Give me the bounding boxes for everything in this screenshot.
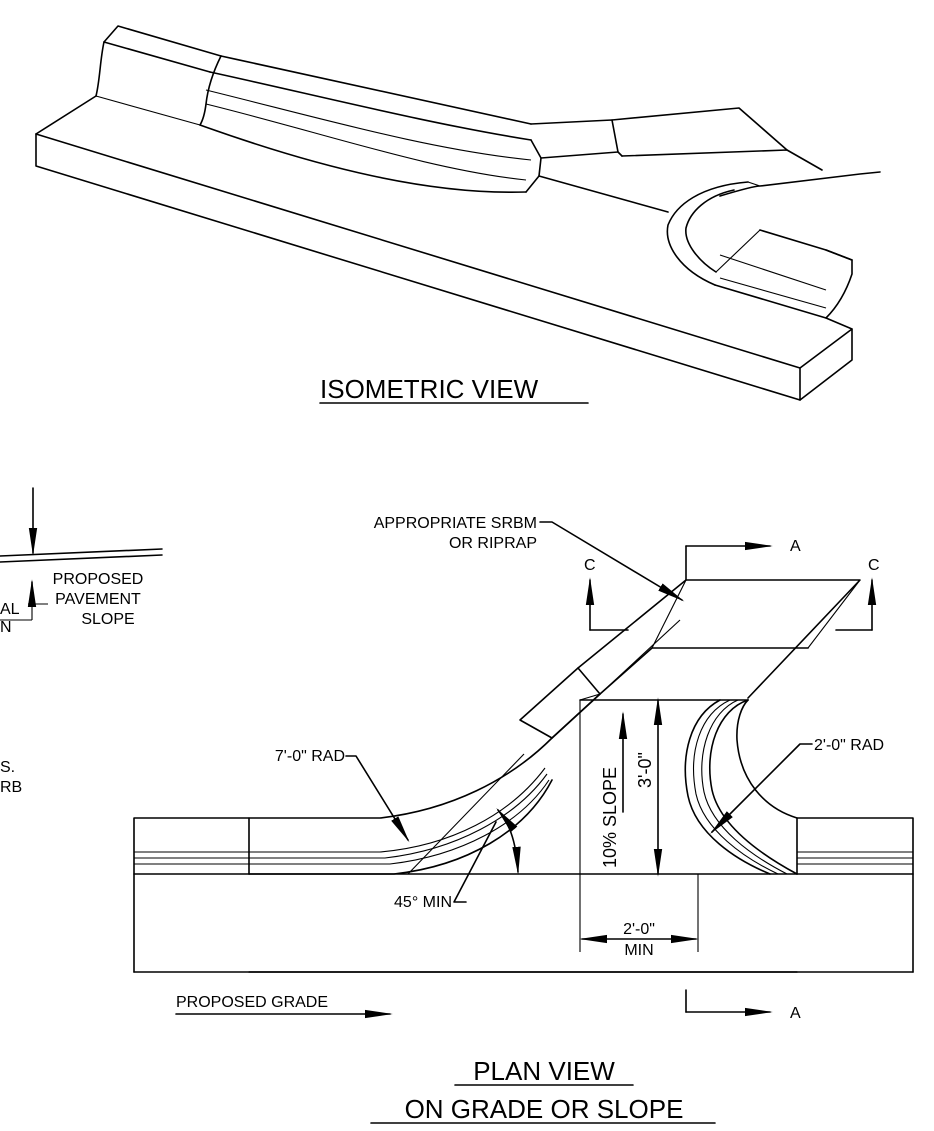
srbm-label-line1: APPROPRIATE SRBM: [374, 515, 537, 532]
section-cut-c-left: [585, 577, 629, 631]
left-pavement-label: PAVEMENT: [55, 591, 141, 608]
srbm-label-line2: OR RIPRAP: [449, 535, 537, 552]
height-label: 3'-0": [635, 752, 655, 788]
angle-label: 45° MIN: [394, 894, 452, 911]
section-c-label-right: C: [868, 557, 880, 574]
rad-2-label: 2'-0" RAD: [814, 737, 884, 754]
plan-view: [133, 579, 914, 973]
left-slope-label: SLOPE: [81, 611, 134, 628]
section-a-label-bottom: A: [790, 1005, 801, 1022]
angle-dimension: [407, 753, 525, 903]
left-fragment-rb: RB: [0, 779, 22, 796]
isometric-view: [35, 25, 881, 401]
section-cut-c-right: [835, 577, 877, 631]
section-cut-a-top: [685, 541, 773, 581]
left-partial-section: [0, 487, 163, 621]
width-label-line1: 2'-0": [623, 921, 655, 938]
left-fragment-n: N: [0, 619, 12, 636]
srbm-leader: [539, 521, 685, 602]
section-cut-a-bottom: [685, 989, 773, 1017]
section-a-label-top: A: [790, 538, 801, 555]
rad-2-leader: [710, 743, 813, 834]
rad-7-label: 7'-0" RAD: [275, 748, 345, 765]
proposed-grade-label: PROPOSED GRADE: [176, 994, 328, 1011]
left-proposed-label: PROPOSED: [53, 571, 144, 588]
plan-view-subtitle: ON GRADE OR SLOPE: [405, 1094, 684, 1124]
width-label-line2: MIN: [624, 942, 653, 959]
left-fragment-s: S.: [0, 759, 15, 776]
isometric-view-title: ISOMETRIC VIEW: [320, 374, 539, 404]
plan-view-title: PLAN VIEW: [473, 1056, 615, 1086]
section-c-label-left: C: [584, 557, 596, 574]
slope-label: 10% SLOPE: [600, 767, 620, 868]
rad-7-leader: [345, 755, 410, 843]
left-fragment-al: AL: [0, 601, 20, 618]
